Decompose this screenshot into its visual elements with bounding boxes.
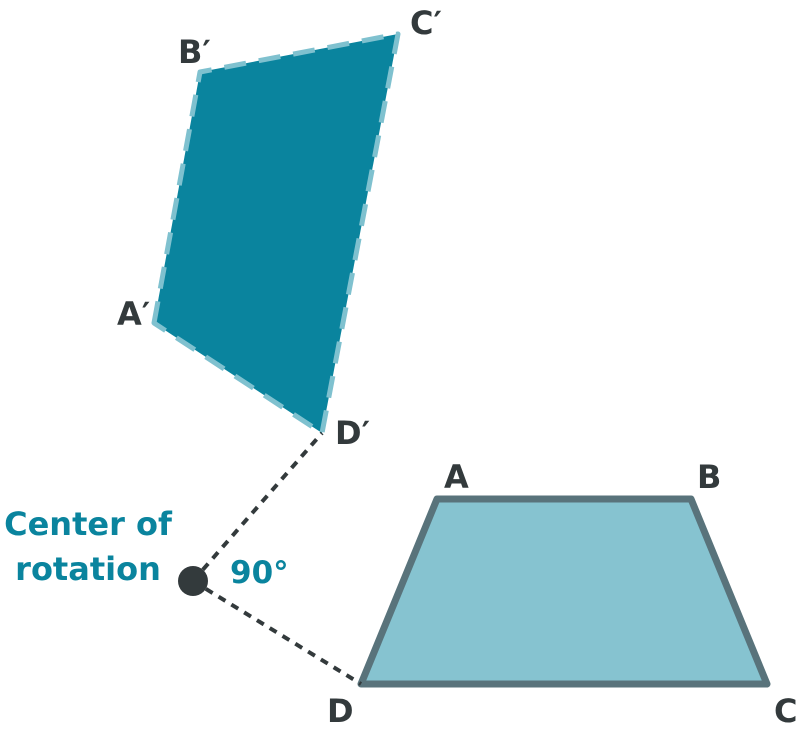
- vertex-label-c: C: [774, 692, 797, 730]
- rotation-arm-to-d: [191, 579, 363, 686]
- vertex-label-a-prime: A′: [117, 295, 150, 333]
- vertex-label-c-prime: C′: [410, 4, 442, 42]
- center-label-line1: Center of: [4, 505, 173, 543]
- rotation-arm-to-d-prime: [191, 431, 324, 583]
- vertex-label-b: B: [697, 458, 721, 496]
- image-quadrilateral: [151, 31, 401, 436]
- vertex-label-b-prime: B′: [178, 33, 211, 71]
- center-label-line2: rotation: [15, 550, 161, 588]
- vertex-label-d: D: [327, 692, 354, 730]
- angle-label: 90°: [230, 555, 289, 591]
- vertex-label-d-prime: D′: [335, 414, 370, 452]
- original-quadrilateral: [357, 495, 771, 688]
- center-of-rotation-point: [178, 566, 208, 596]
- vertex-label-a: A: [444, 458, 469, 496]
